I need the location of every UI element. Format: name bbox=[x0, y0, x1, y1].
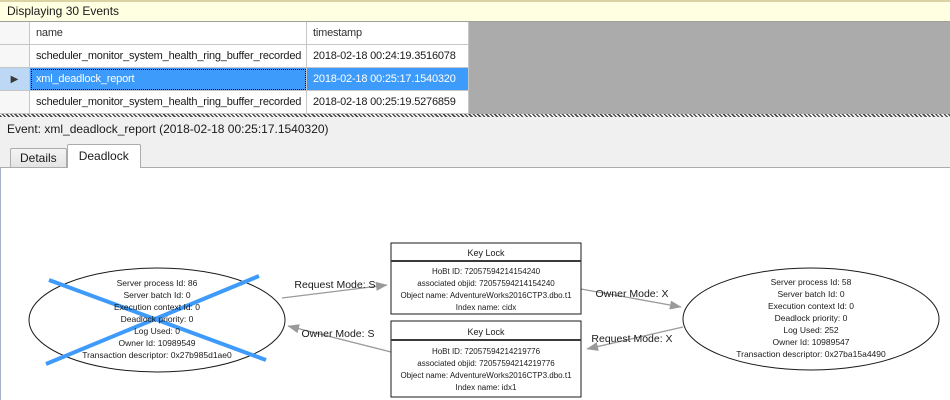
process-right-line: Owner Id: 10989547 bbox=[772, 337, 849, 347]
events-count-bar: Displaying 30 Events bbox=[0, 0, 950, 22]
resource-bottom-line: associated objid: 72057594214219776 bbox=[417, 359, 555, 368]
process-left-line: Log Used: 0 bbox=[134, 326, 180, 336]
resource-bottom-line: Index name: idx1 bbox=[456, 383, 517, 392]
resource-node-top[interactable]: Key Lock HoBt ID: 72057594214154240 asso… bbox=[390, 242, 582, 315]
process-right-line: Transaction descriptor: 0x27ba15a4490 bbox=[736, 349, 886, 359]
victim-x-icon bbox=[45, 274, 267, 366]
resource-top-title: Key Lock bbox=[467, 248, 505, 258]
process-right-line: Deadlock priority: 0 bbox=[775, 313, 848, 323]
tab-details[interactable]: Details bbox=[10, 148, 67, 167]
process-left-line: Transaction descriptor: 0x27b985d1ae0 bbox=[82, 350, 232, 360]
process-left-line: Owner Id: 10989549 bbox=[118, 338, 195, 348]
process-right-line: Execution context Id: 0 bbox=[768, 301, 854, 311]
process-left-line: Server process Id: 86 bbox=[117, 278, 198, 288]
tab-strip: Details Deadlock bbox=[0, 143, 950, 168]
edge-label-owner-s: Owner Mode: S bbox=[302, 328, 375, 340]
process-right-line: Log Used: 252 bbox=[783, 325, 839, 335]
event-timestamp-cell[interactable]: 2018-02-18 00:24:19.3516078 bbox=[307, 45, 469, 68]
process-node-left[interactable]: Server process Id: 86 Server batch Id: 0… bbox=[28, 267, 286, 373]
edge-owner-s bbox=[287, 324, 392, 353]
resource-bottom-line: Object name: AdventureWorks2016CTP3.dbo.… bbox=[400, 371, 572, 380]
edge-label-owner-x: Owner Mode: X bbox=[596, 288, 669, 300]
process-node-right[interactable]: Server process Id: 58 Server batch Id: 0… bbox=[682, 267, 940, 371]
column-header-timestamp[interactable]: timestamp bbox=[307, 22, 469, 45]
edge-request-s bbox=[281, 281, 388, 299]
event-name-cell[interactable]: scheduler_monitor_system_health_ring_buf… bbox=[30, 45, 307, 68]
column-header-name[interactable]: name bbox=[30, 22, 307, 45]
edge-label-request-x: Request Mode: X bbox=[591, 333, 672, 345]
edge-label-request-s: Request Mode: S bbox=[294, 279, 375, 291]
row-selector-cell[interactable] bbox=[0, 45, 30, 68]
resource-top-line: associated objid: 72057594214154240 bbox=[417, 279, 555, 288]
event-timestamp-cell[interactable]: 2018-02-18 00:25:19.5276859 bbox=[307, 91, 469, 114]
row-selector-cell-current[interactable]: ▶ bbox=[0, 68, 30, 91]
resource-bottom-line: HoBt ID: 72057594214219776 bbox=[432, 347, 541, 356]
edge-request-x bbox=[586, 326, 684, 351]
deadlock-graph: Server process Id: 86 Server batch Id: 0… bbox=[28, 242, 940, 398]
grid-splitter[interactable] bbox=[0, 114, 950, 117]
resource-node-bottom[interactable]: Key Lock HoBt ID: 72057594214219776 asso… bbox=[390, 320, 582, 398]
deadlock-pane: Server process Id: 86 Server batch Id: 0… bbox=[0, 167, 950, 400]
table-row[interactable]: scheduler_monitor_system_health_ring_buf… bbox=[0, 45, 950, 68]
process-left-line: Server batch Id: 0 bbox=[123, 290, 190, 300]
resource-top-line: Index name: cidx bbox=[456, 303, 516, 312]
tab-deadlock[interactable]: Deadlock bbox=[66, 144, 141, 168]
table-row[interactable]: scheduler_monitor_system_health_ring_buf… bbox=[0, 91, 950, 114]
selected-event-label: Event: xml_deadlock_report (2018-02-18 0… bbox=[0, 117, 950, 143]
process-right-line: Server process Id: 58 bbox=[771, 277, 852, 287]
edge-owner-x bbox=[580, 288, 682, 310]
row-selector-header bbox=[0, 22, 30, 45]
grid-header-row: name timestamp bbox=[0, 22, 950, 45]
events-grid: name timestamp scheduler_monitor_system_… bbox=[0, 22, 950, 117]
process-right-line: Server batch Id: 0 bbox=[777, 289, 844, 299]
event-name-cell[interactable]: xml_deadlock_report bbox=[30, 68, 307, 91]
resource-top-line: Object name: AdventureWorks2016CTP3.dbo.… bbox=[400, 291, 572, 300]
current-row-arrow-icon: ▶ bbox=[10, 73, 19, 85]
event-name-cell[interactable]: scheduler_monitor_system_health_ring_buf… bbox=[30, 91, 307, 114]
process-left-line: Deadlock priority: 0 bbox=[121, 314, 194, 324]
event-timestamp-cell[interactable]: 2018-02-18 00:25:17.1540320 bbox=[307, 68, 469, 91]
row-selector-cell[interactable] bbox=[0, 91, 30, 114]
process-left-line: Execution context Id: 0 bbox=[114, 302, 200, 312]
resource-bottom-title: Key Lock bbox=[467, 327, 505, 337]
table-row-selected[interactable]: ▶ xml_deadlock_report 2018-02-18 00:25:1… bbox=[0, 68, 950, 91]
resource-top-line: HoBt ID: 72057594214154240 bbox=[432, 267, 541, 276]
